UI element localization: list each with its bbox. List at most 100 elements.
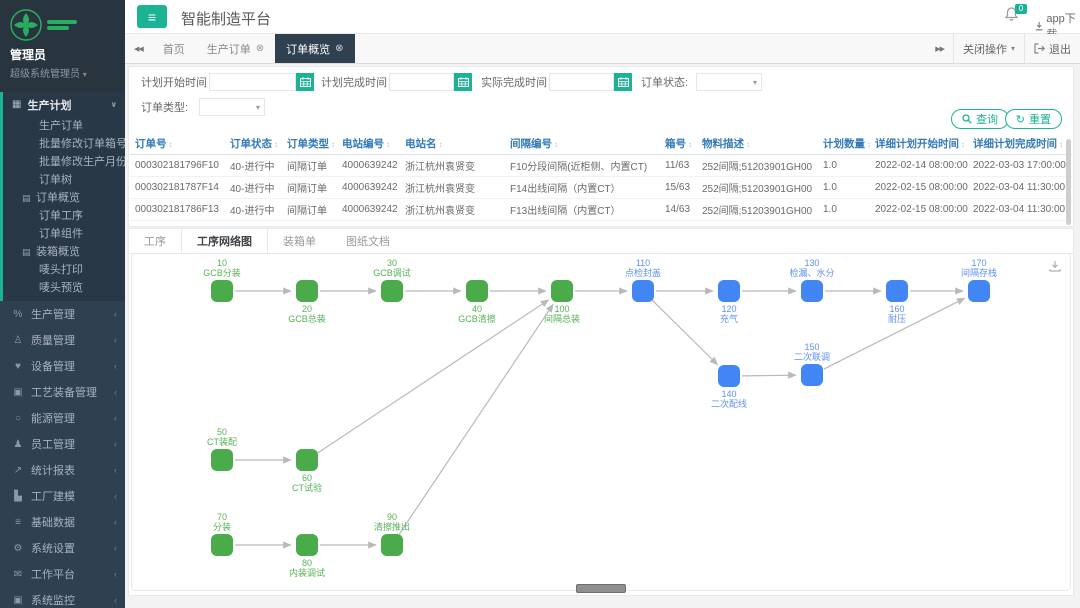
sort-icon: ↕: [867, 140, 870, 149]
order-status-select[interactable]: ▾: [696, 73, 762, 91]
process-node-50[interactable]: [211, 449, 233, 471]
process-node-60[interactable]: [296, 449, 318, 471]
column-header-2[interactable]: 订单类型↕: [282, 133, 337, 155]
process-node-170[interactable]: [968, 280, 990, 302]
sidebar-subitem-3[interactable]: 订单树: [3, 171, 125, 189]
cell: 000302181796F10: [130, 154, 225, 177]
process-node-70[interactable]: [211, 534, 233, 556]
process-node-20[interactable]: [296, 280, 318, 302]
column-header-9[interactable]: 详细计划开始时间 ↕: [870, 133, 968, 155]
sidebar-subitem-6[interactable]: 订单组件: [3, 225, 125, 243]
sidebar-group-7[interactable]: ▙工厂建模‹: [0, 483, 125, 509]
column-header-7[interactable]: 物料描述↕: [697, 133, 818, 155]
sidebar-group-6[interactable]: ↗统计报表‹: [0, 457, 125, 483]
sidebar-item-production-plan[interactable]: ▦ 生产计划 ∨: [3, 92, 125, 117]
tab-2[interactable]: 订单概览⊗: [275, 34, 355, 63]
bell-icon: [1004, 7, 1019, 21]
sidebar-group-1[interactable]: ♙质量管理‹: [0, 327, 125, 353]
table-row[interactable]: 000302181796F540-进行中间隔订单4000639242浙江杭州袁贤…: [130, 220, 1072, 226]
tab-close-icon[interactable]: ⊗: [335, 43, 344, 54]
process-node-130[interactable]: [801, 280, 823, 302]
edge-150-170: [823, 297, 966, 370]
column-header-1[interactable]: 订单状态↕: [225, 133, 282, 155]
cell: 11/63: [660, 154, 697, 177]
sidebar-group-10[interactable]: ✉工作平台‹: [0, 561, 125, 587]
column-header-8[interactable]: 计划数量↕: [818, 133, 870, 155]
subtab-3[interactable]: 图纸文档: [346, 236, 390, 248]
process-node-80[interactable]: [296, 534, 318, 556]
process-node-150[interactable]: [801, 364, 823, 386]
sidebar-subitem-7[interactable]: ▤装箱概览: [3, 243, 125, 261]
sidebar-subitem-1[interactable]: 批量修改订单箱号: [3, 135, 125, 153]
plan-start-calendar-button[interactable]: [296, 73, 314, 91]
vertical-scrollbar[interactable]: [1066, 139, 1071, 225]
process-node-160[interactable]: [886, 280, 908, 302]
sidebar-group-2[interactable]: ♥设备管理‹: [0, 353, 125, 379]
sidebar-subitem-label: 批量修改订单箱号: [39, 138, 125, 150]
column-header-label: 详细计划开始时间: [875, 138, 959, 150]
user-check-icon: ♙: [13, 334, 23, 346]
order-status-label: 订单状态:: [641, 77, 689, 89]
subtab-0[interactable]: 工序: [144, 236, 166, 248]
tab-1[interactable]: 生产订单⊗: [196, 34, 275, 63]
sidebar-group-3[interactable]: ▣工艺装备管理‹: [0, 379, 125, 405]
double-chevron-left-icon: ◀◀: [134, 45, 144, 53]
plan-finish-input[interactable]: [389, 73, 454, 91]
close-operations-dropdown[interactable]: 关闭操作 ▾: [952, 34, 1024, 63]
column-header-3[interactable]: 电站编号↕: [337, 133, 400, 155]
logout-icon: [1034, 43, 1045, 54]
sidebar-group-11[interactable]: ▣系统监控‹: [0, 587, 125, 608]
diagram-download-button[interactable]: [1049, 259, 1061, 277]
plan-finish-calendar-button[interactable]: [454, 73, 472, 91]
caret-down-icon: ▾: [752, 78, 757, 87]
sidebar-group-0[interactable]: %生产管理‹: [0, 301, 125, 327]
plan-start-input[interactable]: [209, 73, 296, 91]
process-node-140[interactable]: [718, 365, 740, 387]
process-node-100[interactable]: [551, 280, 573, 302]
edge-110-140: [651, 299, 719, 366]
process-node-120[interactable]: [718, 280, 740, 302]
user-role-dropdown[interactable]: 超级系统管理员 ▾: [10, 65, 115, 80]
sidebar-group-9[interactable]: ⚙系统设置‹: [0, 535, 125, 561]
sidebar-group-5[interactable]: ♟员工管理‹: [0, 431, 125, 457]
subtab-1[interactable]: 工序网络图: [181, 229, 268, 253]
sidebar-group-4[interactable]: ○能源管理‹: [0, 405, 125, 431]
tabs-scroll-right-button[interactable]: ▶▶: [926, 34, 953, 63]
process-node-90[interactable]: [381, 534, 403, 556]
sidebar-subitem-0[interactable]: 生产订单: [3, 117, 125, 135]
process-node-10[interactable]: [211, 280, 233, 302]
process-node-30[interactable]: [381, 280, 403, 302]
reset-button[interactable]: ↻ 重置: [1004, 109, 1062, 129]
process-node-40[interactable]: [466, 280, 488, 302]
sidebar-toggle-button[interactable]: ≡: [137, 5, 167, 28]
sidebar-subitem-8[interactable]: 唛头打印: [3, 261, 125, 279]
notifications-button[interactable]: 0: [1004, 4, 1027, 27]
sidebar-subitem-2[interactable]: 批量修改生产月份: [3, 153, 125, 171]
column-header-4[interactable]: 电站名↕: [400, 133, 505, 155]
process-node-110[interactable]: [632, 280, 654, 302]
column-header-5[interactable]: 间隔编号↕: [505, 133, 660, 155]
logout-button[interactable]: 退出: [1024, 34, 1080, 63]
query-button[interactable]: 查询: [951, 109, 1009, 129]
tab-close-icon[interactable]: ⊗: [255, 43, 265, 54]
factory-icon: ▙: [14, 490, 22, 502]
sidebar-subitem-4[interactable]: ▤订单概览: [3, 189, 125, 207]
monitor-icon: ▣: [13, 594, 23, 606]
subtab-2[interactable]: 装箱单: [283, 236, 316, 248]
actual-finish-input[interactable]: [549, 73, 614, 91]
actual-finish-calendar-button[interactable]: [614, 73, 632, 91]
order-type-select[interactable]: ▾: [199, 98, 265, 116]
sidebar-subitem-9[interactable]: 唛头预览: [3, 279, 125, 297]
sidebar-subitem-5[interactable]: 订单工序: [3, 207, 125, 225]
tab-0[interactable]: 首页: [152, 34, 196, 63]
column-header-0[interactable]: 订单号↕: [130, 133, 225, 155]
column-header-10[interactable]: 详细计划完成时间↕: [968, 133, 1072, 155]
circle-icon: ○: [14, 412, 22, 424]
column-header-6[interactable]: 箱号↕: [660, 133, 697, 155]
tabs-scroll-left-button[interactable]: ◀◀: [125, 34, 152, 63]
horizontal-scrollbar[interactable]: [576, 584, 626, 593]
sidebar-group-8[interactable]: ≡基础数据‹: [0, 509, 125, 535]
